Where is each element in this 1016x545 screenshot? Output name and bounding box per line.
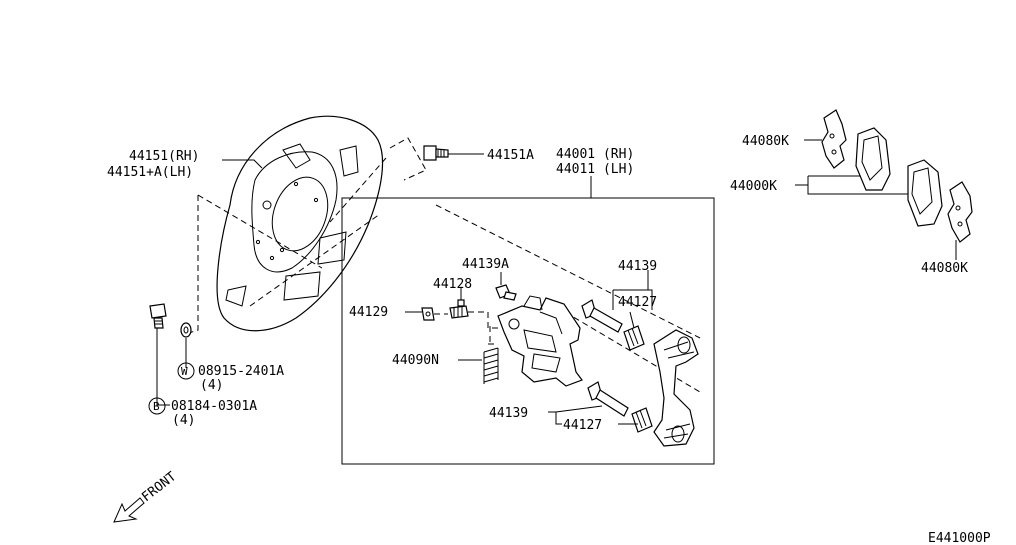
callout-shim-bottom: 44080K bbox=[921, 261, 968, 276]
shim-top[interactable] bbox=[821, 109, 847, 169]
callout-bleeder: 44128 bbox=[433, 277, 472, 292]
callout-bolt-part: 08184-0301A bbox=[171, 399, 257, 414]
fitting-44129[interactable] bbox=[421, 307, 435, 321]
callout-pad-kit: 44000K bbox=[730, 179, 777, 194]
bleeder-cap-44139a[interactable] bbox=[495, 284, 517, 301]
callout-caliper-rh: 44001 (RH) bbox=[556, 147, 634, 162]
pin-boot-top[interactable] bbox=[623, 325, 645, 351]
bolt-b-icon: B bbox=[148, 397, 166, 415]
callout-pin-top: 44139 bbox=[618, 259, 657, 274]
shim-bottom[interactable] bbox=[947, 181, 973, 243]
brake-pad-inner[interactable] bbox=[855, 127, 891, 191]
bleeder-screw-44128[interactable] bbox=[449, 299, 469, 319]
figure-code: E441000P bbox=[928, 531, 991, 545]
front-arrow-icon bbox=[113, 497, 145, 523]
caliper-body[interactable] bbox=[497, 295, 583, 387]
callout-shim-top: 44080K bbox=[742, 134, 789, 149]
svg-text:W: W bbox=[181, 365, 188, 378]
shield-bolt-44151a[interactable] bbox=[423, 145, 449, 161]
mounting-bolt[interactable] bbox=[149, 303, 167, 329]
callout-shield-rh: 44151(RH) bbox=[129, 149, 199, 164]
callout-caliper-lh: 44011 (LH) bbox=[556, 162, 634, 177]
washer-w-icon: W bbox=[177, 362, 195, 380]
brake-pad-outer[interactable] bbox=[907, 159, 943, 227]
guide-pin-top[interactable] bbox=[581, 299, 623, 333]
callout-washer-part: 08915-2401A bbox=[198, 364, 284, 379]
callout-pin-bottom: 44139 bbox=[489, 406, 528, 421]
callout-boot-top: 44127 bbox=[618, 295, 657, 310]
guide-pin-bottom[interactable] bbox=[587, 381, 629, 417]
callout-spring: 44090N bbox=[392, 353, 439, 368]
callout-bleeder-cap: 44139A bbox=[462, 257, 509, 272]
caliper-bracket[interactable] bbox=[653, 329, 699, 447]
mounting-washer[interactable] bbox=[180, 322, 192, 338]
callout-shield-lh: 44151+A(LH) bbox=[107, 165, 193, 180]
front-label: FRONT bbox=[139, 469, 179, 505]
callout-bolt-qty: (4) bbox=[172, 413, 195, 428]
callout-bolt-44151a: 44151A bbox=[487, 148, 534, 163]
spring-44090n[interactable] bbox=[483, 343, 499, 384]
pin-boot-bottom[interactable] bbox=[631, 407, 653, 433]
svg-text:B: B bbox=[153, 400, 160, 413]
dust-shield[interactable] bbox=[216, 115, 384, 332]
callout-hose: 44129 bbox=[349, 305, 388, 320]
callout-washer-qty: (4) bbox=[200, 378, 223, 393]
caliper-assembly-box bbox=[341, 197, 715, 465]
callout-boot-bottom: 44127 bbox=[563, 418, 602, 433]
